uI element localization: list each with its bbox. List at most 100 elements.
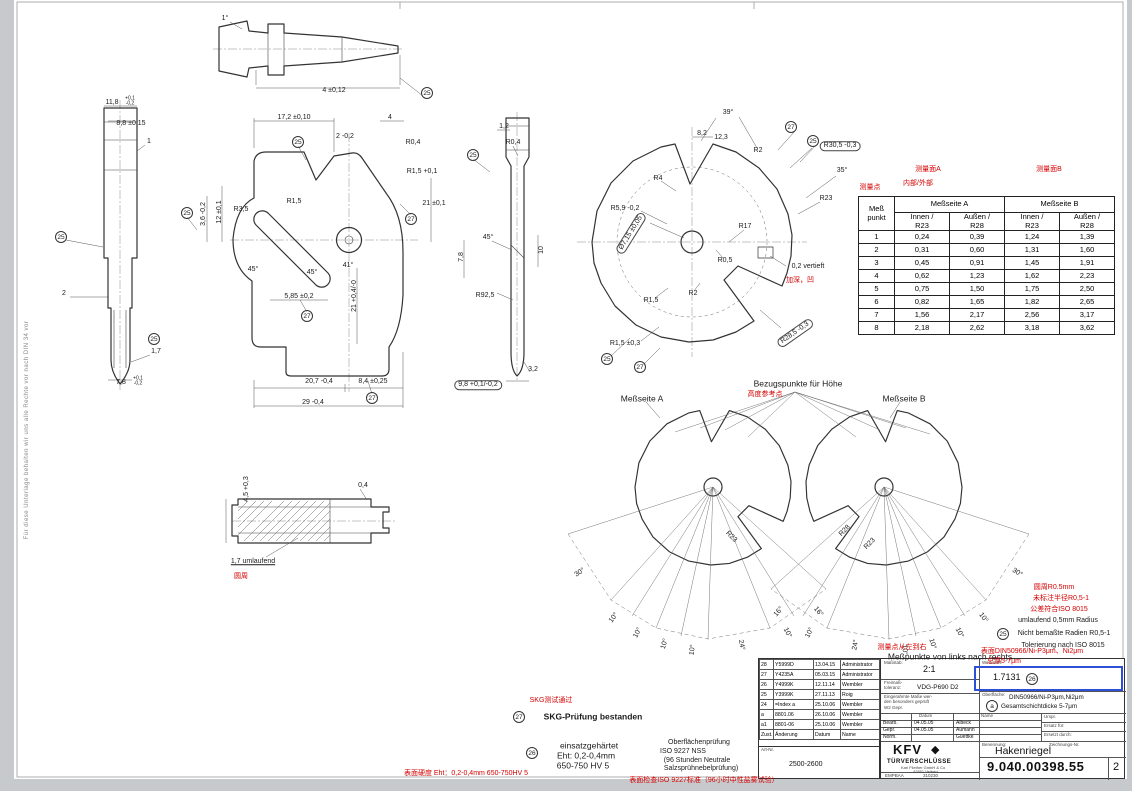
table-cell: 2,17: [949, 308, 1005, 323]
table-cell: Wembler: [840, 679, 880, 690]
drawing-number-label: Zeichnungs-Nr.: [1049, 742, 1080, 747]
sheet-frame: [16, 1, 1124, 778]
table-cell: 2,62: [949, 321, 1005, 336]
artnr-value: 2500-2600: [789, 761, 823, 768]
meas-sub-header: Außen / R28: [1059, 211, 1115, 232]
datum-column-header: Datum: [919, 713, 933, 718]
feature-lines: [104, 33, 768, 543]
article-number-cell: Art-Nr. 2500-2600: [759, 746, 879, 780]
urspr-label: Urspr.: [1044, 714, 1057, 719]
ersetzt-label: Ersetzt durch:: [1044, 732, 1072, 737]
surface-value: DIN50966/Ni-P3μm,Ni2μm: [1009, 694, 1084, 701]
w2-note: W2 Gepr.: [884, 705, 904, 710]
table-cell: 2,18: [894, 321, 950, 336]
table-cell: =Index a: [773, 699, 814, 710]
table-cell: 3,17: [1059, 308, 1115, 323]
table-cell: 1,62: [1004, 269, 1060, 284]
table-cell: 1,45: [1004, 256, 1060, 271]
table-cell: 1,60: [1059, 243, 1115, 258]
norm-label: Norm.: [883, 734, 897, 740]
table-cell: 0,62: [894, 269, 950, 284]
coating-thickness: Gesamtschichtdicke 5-7μm: [1001, 703, 1078, 710]
table-cell: 5: [858, 282, 895, 297]
table-cell: 0,45: [894, 256, 950, 271]
rev-footer-cell: Zust.: [759, 729, 774, 740]
table-cell: 1,91: [1059, 256, 1115, 271]
norm-name: Guettke: [956, 734, 974, 740]
table-cell: Y4235A: [773, 669, 814, 680]
table-cell: 0,60: [949, 243, 1005, 258]
table-cell: Wembler: [840, 709, 880, 720]
table-cell: 1: [858, 230, 895, 245]
meas-group-b-header: Meßseite B: [1004, 196, 1115, 213]
title-block: Maßstab: 2:1 Werkstoff: 1.7131 Freimaß- …: [880, 658, 1126, 780]
rev-footer-cell: Änderung: [773, 729, 814, 740]
kfv-logo-subtitle: TÜRVERSCHLÜSSE: [887, 759, 952, 765]
table-cell: 1,50: [949, 282, 1005, 297]
ersatz-label: Ersatz für:: [1044, 723, 1065, 728]
empb-right: 310230: [923, 773, 939, 778]
sheet-number: 2: [1113, 761, 1120, 773]
table-cell: 12.11.14: [813, 679, 841, 690]
table-cell: 05.03.15: [813, 669, 841, 680]
table-cell: Administrator: [840, 669, 880, 680]
table-cell: 25: [759, 689, 774, 700]
table-cell: 3: [858, 256, 895, 271]
centerlines: [119, 48, 807, 522]
dimension-lines: [65, 21, 901, 558]
benennung-label: Benennung:: [982, 742, 1007, 747]
table-cell: 1,31: [1004, 243, 1060, 258]
table-cell: 1,23: [949, 269, 1005, 284]
bearb-name: Albeck: [956, 720, 972, 726]
kfv-city: 42551 Velbert: [913, 768, 938, 774]
table-cell: 0,31: [894, 243, 950, 258]
table-cell: 2,50: [1059, 282, 1115, 297]
table-cell: 0,82: [894, 295, 950, 310]
tolerance-label: Freimaß- toleranz:: [884, 680, 903, 690]
table-cell: 8: [858, 321, 895, 336]
measurement-table: Meß punkt Meßseite A Meßseite B Innen / …: [858, 195, 1115, 336]
gepr-date: 04.05.05: [914, 727, 934, 733]
table-cell: 0,39: [949, 230, 1005, 245]
table-cell: 1,82: [1004, 295, 1060, 310]
table-cell: 3,62: [1059, 321, 1115, 336]
meas-group-a-header: Meßseite A: [894, 196, 1005, 213]
table-cell: 1,24: [1004, 230, 1060, 245]
table-cell: 2,65: [1059, 295, 1115, 310]
part-title: Hakenriegel: [995, 745, 1052, 757]
framed-dims-note: Eingerahmte Maße wer- den besonders gepr…: [884, 694, 933, 704]
table-cell: 2: [858, 243, 895, 258]
table-cell: a1: [759, 719, 774, 730]
table-cell: Roig: [840, 689, 880, 700]
table-cell: 1,39: [1059, 230, 1115, 245]
material-value: 1.7131: [993, 672, 1021, 682]
table-cell: Wembler: [840, 719, 880, 730]
table-cell: 8801.06: [773, 709, 814, 720]
table-cell: 24: [759, 699, 774, 710]
table-cell: 1,65: [949, 295, 1005, 310]
table-cell: 1,75: [1004, 282, 1060, 297]
gepr-name: Aumann: [956, 727, 975, 733]
rev-footer-cell: Name: [840, 729, 880, 740]
table-cell: 7: [858, 308, 895, 323]
table-cell: Y5999D: [773, 659, 814, 670]
table-cell: 0,91: [949, 256, 1005, 271]
meas-sub-header: Innen / R23: [894, 211, 950, 232]
meas-corner-header: Meß punkt: [858, 195, 895, 232]
table-cell: Administrator: [840, 659, 880, 670]
bearb-date: 04.05.05: [914, 720, 934, 726]
section-hatch: [237, 500, 331, 542]
